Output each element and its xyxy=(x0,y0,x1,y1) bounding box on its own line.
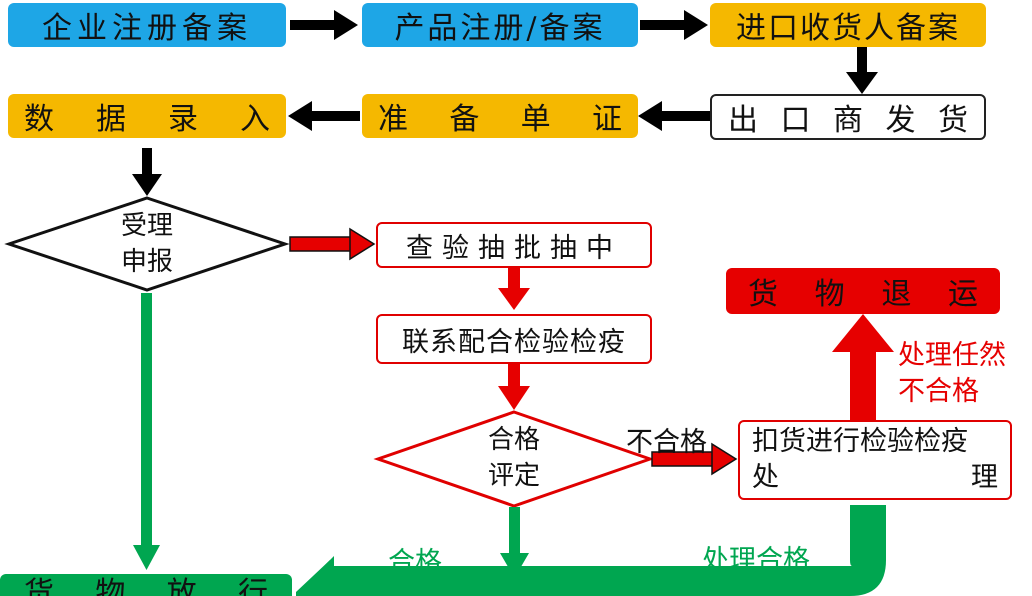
prepare-documents-box: 准 备 单 证 xyxy=(362,94,638,138)
arrow-processed-to-release xyxy=(330,505,886,596)
arrow-qualify-to-release xyxy=(500,507,529,578)
data-entry-box: 数 据 录 入 xyxy=(8,94,286,138)
arrow-accept-to-inspection xyxy=(289,227,376,261)
data-entry-char: 录 xyxy=(168,102,198,137)
arrow-prepare-to-entry xyxy=(288,101,360,131)
pass-label: 合格 xyxy=(388,547,442,578)
product-registration-label: 产品注册/备案 xyxy=(394,11,606,46)
prepare-documents-char: 证 xyxy=(591,102,622,137)
enterprise-registration-label: 企业注册备案 xyxy=(42,11,252,46)
still-fail-label: 处理任然 不合格 xyxy=(898,338,1006,410)
processed-pass-label: 处理合格 xyxy=(702,545,810,576)
still-fail-line: 处理任然 xyxy=(898,340,1006,371)
detain-process-char: 处 xyxy=(752,462,779,493)
still-fail-line: 不合格 xyxy=(898,376,979,407)
enterprise-registration-box: 企业注册备案 xyxy=(8,3,286,47)
cargo-release-box: 货 物 放 行 xyxy=(0,574,292,596)
data-entry-char: 数 xyxy=(24,102,54,137)
detain-process-box: 扣货进行检验检疫 处 理 xyxy=(738,420,1012,500)
cargo-release-char: 货 xyxy=(24,576,54,596)
arrow-entry-to-accept xyxy=(132,148,162,196)
arrow-enterprise-to-product xyxy=(290,10,358,40)
fail-label: 不合格 xyxy=(626,427,707,458)
contact-inspection-box: 联系配合检验检疫 xyxy=(376,314,652,364)
detain-process-char: 理 xyxy=(971,462,998,493)
exporter-shipping-char: 口 xyxy=(780,103,811,138)
qualify-eval-text: 合格 评定 xyxy=(464,422,564,494)
cargo-return-char: 退 xyxy=(881,277,912,312)
prepare-documents-char: 单 xyxy=(520,102,551,137)
cargo-return-char: 运 xyxy=(947,277,978,312)
contact-inspection-label: 联系配合检验检疫 xyxy=(402,326,626,358)
qualify-diamond xyxy=(373,410,655,508)
prepare-documents-char: 备 xyxy=(449,102,480,137)
accept-declare-line: 申报 xyxy=(120,247,173,277)
inspection-sampling-box: 查验抽批抽中 xyxy=(376,222,652,268)
arrow-qualify-to-detain xyxy=(651,442,738,476)
arrow-inspection-to-contact xyxy=(498,268,530,310)
arrow-detain-to-return xyxy=(832,314,894,420)
product-registration-box: 产品注册/备案 xyxy=(362,3,638,47)
arrow-exporter-to-prepare xyxy=(638,101,710,131)
accept-declare-diamond xyxy=(4,196,290,292)
exporter-shipping-char: 出 xyxy=(728,103,758,138)
cargo-return-box: 货 物 退 运 xyxy=(726,268,1000,314)
prepare-documents-char: 准 xyxy=(378,102,408,137)
importer-registration-box: 进口收货人备案 xyxy=(710,3,986,47)
detain-process-line2: 处 理 xyxy=(752,460,998,496)
cargo-release-char: 放 xyxy=(166,576,197,596)
importer-registration-label: 进口收货人备案 xyxy=(736,11,960,46)
exporter-shipping-char: 发 xyxy=(885,103,916,138)
accept-declare-line: 受理 xyxy=(120,211,173,241)
data-entry-char: 入 xyxy=(240,102,270,137)
cargo-release-char: 行 xyxy=(237,576,268,596)
exporter-shipping-box: 出 口 商 发 货 xyxy=(710,94,986,140)
cargo-release-char: 物 xyxy=(95,576,126,596)
data-entry-char: 据 xyxy=(96,102,126,137)
cargo-return-char: 物 xyxy=(814,277,845,312)
detain-process-line1: 扣货进行检验检疫 xyxy=(752,426,968,457)
arrow-contact-to-qualify xyxy=(498,364,530,410)
exporter-shipping-char: 商 xyxy=(833,103,863,138)
qualify-eval-line: 评定 xyxy=(487,461,540,491)
arrow-accept-to-release xyxy=(133,293,160,570)
inspection-sampling-label: 查验抽批抽中 xyxy=(406,232,622,264)
cargo-return-char: 货 xyxy=(748,277,778,312)
arrow-product-to-importer xyxy=(640,10,708,40)
exporter-shipping-char: 货 xyxy=(938,103,968,138)
accept-declare-text: 受理 申报 xyxy=(97,208,197,280)
arrow-importer-to-exporter xyxy=(846,46,878,94)
qualify-eval-line: 合格 xyxy=(487,425,540,455)
